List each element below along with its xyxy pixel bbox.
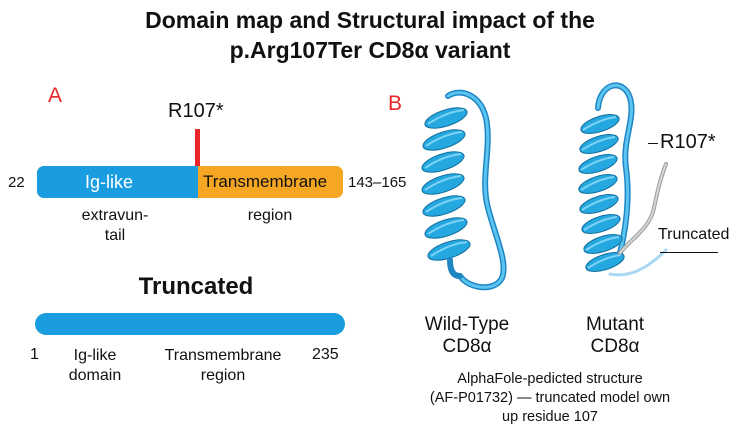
structure-caption-line2: (AF-P01732) — truncated model own: [429, 390, 671, 406]
truncated-tm-label-line1: Transmembrane: [164, 347, 282, 364]
domain-bar: [37, 166, 343, 198]
domain-end-label: 143–165: [348, 174, 407, 191]
wild-type-label-line1: Wild-Type: [424, 314, 510, 335]
truncated-bar: [35, 313, 345, 335]
transmembrane-segment-label: Transmembrane: [203, 172, 328, 191]
truncated-ig-label-line2: domain: [68, 367, 122, 384]
extracellular-label-line2: tail: [104, 227, 126, 244]
ig-like-segment: [37, 166, 198, 198]
mutation-marker: [195, 129, 200, 166]
ig-like-segment-label: Ig-like: [85, 172, 134, 192]
variant-leader-line: [648, 143, 658, 144]
truncated-label-b: Truncated: [658, 226, 730, 243]
truncated-end-label: 235: [312, 346, 339, 363]
wild-type-structure: [421, 89, 507, 291]
panel-a-letter: A: [48, 84, 63, 107]
extracellular-label-line1: extravun-: [81, 207, 149, 224]
domain-start-label: 22: [8, 174, 25, 191]
structure-caption-line3: up residue 107: [502, 409, 598, 425]
variant-label-a: R107*: [168, 100, 224, 122]
wild-type-label-line2: CD8α: [442, 336, 492, 357]
mutant-structure: [578, 82, 668, 277]
truncated-ig-label-line1: Ig-like: [73, 347, 117, 364]
mutant-label-line1: Mutant: [585, 314, 645, 335]
region-label: region: [247, 207, 293, 224]
structure-caption-line1: AlphaFole-pedicted structure: [457, 371, 643, 387]
truncated-tm-label-line2: region: [200, 367, 246, 384]
truncated-underline: [660, 252, 718, 253]
truncated-start-label: 1: [30, 346, 39, 363]
variant-label-b: R107*: [660, 131, 716, 153]
panel-b-letter: B: [388, 92, 403, 115]
mutant-label-line2: CD8α: [590, 336, 640, 357]
figure-title-line1: Domain map and Structural impact of the: [145, 7, 595, 33]
figure-title-line2: p.Arg107Ter CD8α variant: [229, 37, 511, 63]
truncated-heading: Truncated: [138, 273, 254, 300]
